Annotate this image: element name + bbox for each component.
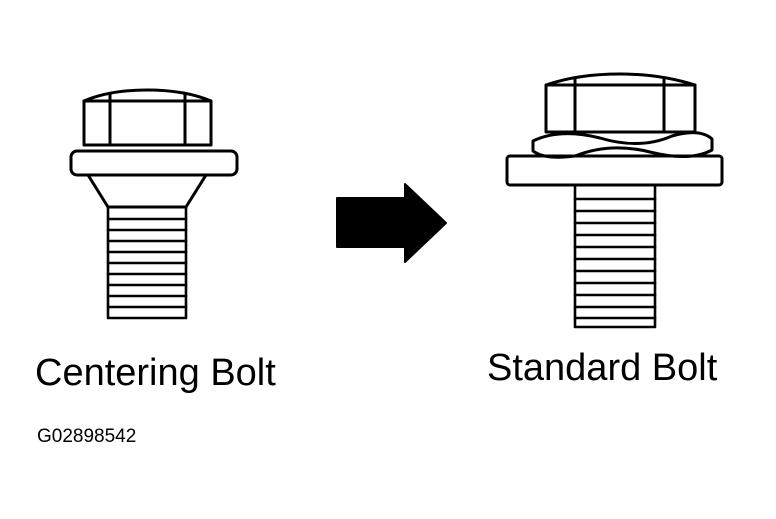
standard-bolt xyxy=(505,72,724,329)
standard-bolt-spring-washer xyxy=(531,131,714,159)
centering-bolt-label: Centering Bolt xyxy=(35,352,276,394)
standard-bolt-label: Standard Bolt xyxy=(487,347,718,389)
standard-bolt-flat-washer xyxy=(505,154,724,187)
standard-bolt-head xyxy=(544,72,697,134)
right-arrow-icon xyxy=(336,183,447,263)
centering-bolt-flange xyxy=(69,149,239,177)
standard-bolt-thread xyxy=(573,183,657,329)
centering-bolt-head xyxy=(82,88,213,147)
centering-bolt-cone xyxy=(86,173,208,209)
centering-bolt-thread xyxy=(106,205,188,320)
centering-bolt xyxy=(69,88,239,320)
figure-id: G02898542 xyxy=(37,426,137,447)
